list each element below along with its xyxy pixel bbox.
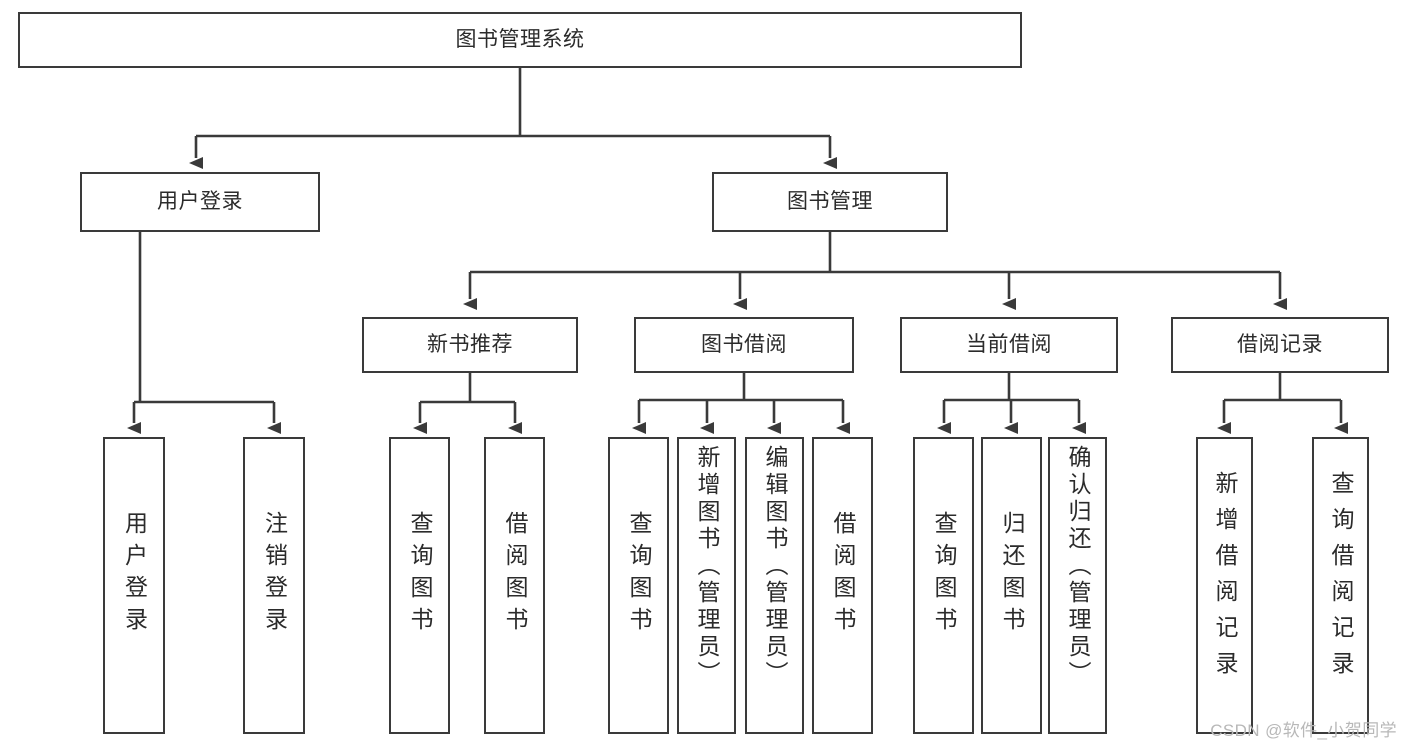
node-current-borrow[interactable]: 当前借阅	[900, 317, 1118, 373]
node-root-system[interactable]: 图书管理系统	[18, 12, 1022, 68]
node-user-login[interactable]: 用户登录	[80, 172, 320, 232]
leaf-confirm-return-admin[interactable]: 确认归还（管理员）	[1048, 437, 1107, 734]
leaf-edit-book-admin[interactable]: 编辑图书（管理员）	[745, 437, 804, 734]
node-label: 查询借阅记录	[1328, 471, 1354, 687]
node-new-book-recommend[interactable]: 新书推荐	[362, 317, 578, 373]
node-label: 当前借阅	[966, 332, 1052, 356]
leaf-query-book-current[interactable]: 查询图书	[913, 437, 974, 734]
leaf-query-book-recommend[interactable]: 查询图书	[389, 437, 450, 734]
node-borrow-records[interactable]: 借阅记录	[1171, 317, 1389, 373]
node-label: 用户登录	[121, 511, 148, 639]
leaf-user-logout[interactable]: 注销登录	[243, 437, 305, 734]
node-label: 查询图书	[626, 511, 652, 639]
leaf-borrow-book[interactable]: 借阅图书	[812, 437, 873, 734]
node-label: 用户登录	[157, 189, 243, 213]
leaf-add-book-admin[interactable]: 新增图书（管理员）	[677, 437, 736, 734]
node-book-borrow[interactable]: 图书借阅	[634, 317, 854, 373]
node-label: 新增借阅记录	[1212, 471, 1238, 687]
node-label: 图书管理系统	[455, 27, 585, 51]
node-label: 图书管理	[787, 189, 873, 213]
leaf-query-borrow-record[interactable]: 查询借阅记录	[1312, 437, 1369, 734]
node-label: 编辑图书（管理员）	[762, 445, 788, 688]
node-label: 借阅图书	[830, 511, 856, 639]
node-label: 归还图书	[999, 511, 1025, 639]
node-book-management[interactable]: 图书管理	[712, 172, 948, 232]
node-label: 注销登录	[261, 511, 288, 639]
leaf-return-book[interactable]: 归还图书	[981, 437, 1042, 734]
node-label: 图书借阅	[701, 332, 787, 356]
node-label: 查询图书	[407, 511, 433, 639]
node-label: 新书推荐	[427, 332, 513, 356]
node-label: 确认归还（管理员）	[1065, 445, 1091, 688]
leaf-user-login[interactable]: 用户登录	[103, 437, 165, 734]
leaf-borrow-book-recommend[interactable]: 借阅图书	[484, 437, 545, 734]
node-label: 借阅记录	[1237, 332, 1323, 356]
node-label: 新增图书（管理员）	[694, 445, 720, 688]
leaf-add-borrow-record[interactable]: 新增借阅记录	[1196, 437, 1253, 734]
watermark: CSDN @软件_小贺同学	[1210, 721, 1397, 740]
leaf-query-book-borrow[interactable]: 查询图书	[608, 437, 669, 734]
node-label: 查询图书	[931, 511, 957, 639]
node-label: 借阅图书	[502, 511, 528, 639]
